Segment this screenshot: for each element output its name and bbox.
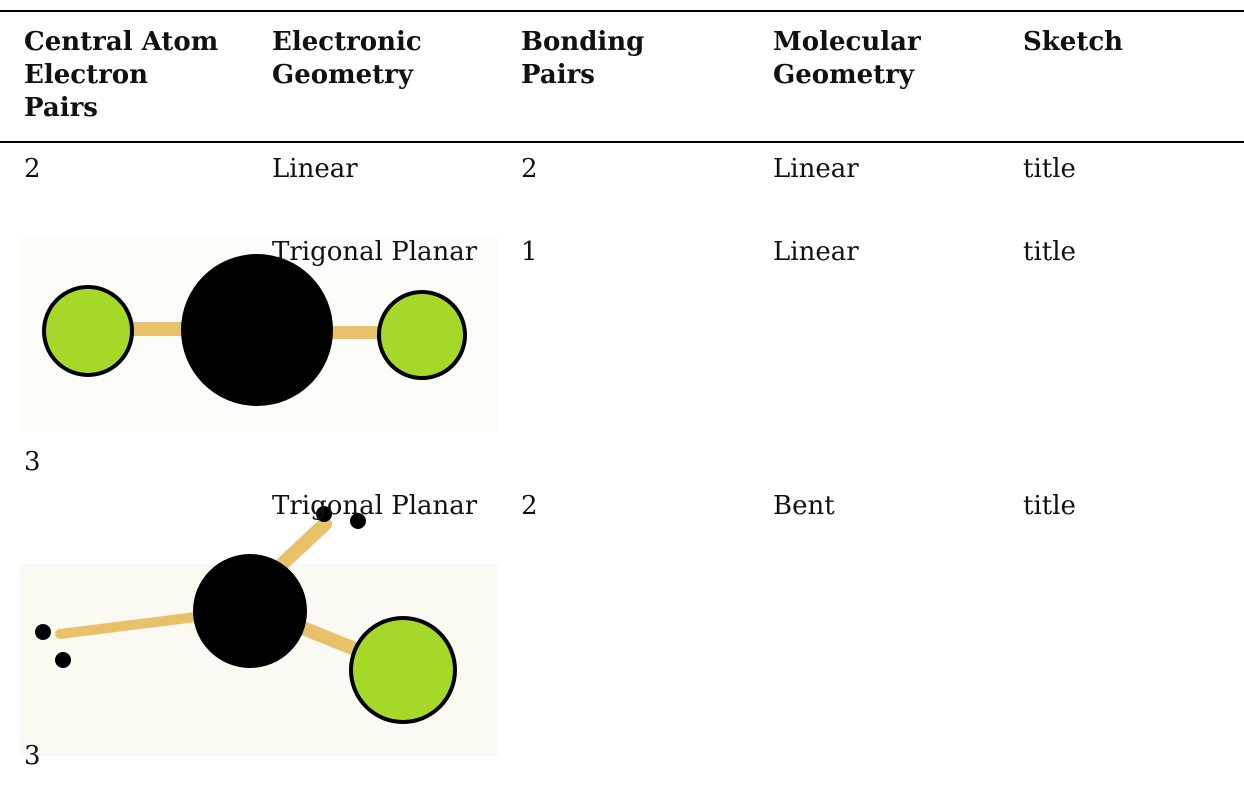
row1-electronic-geometry: Linear: [272, 154, 358, 184]
linear-molecule-icon: [20, 238, 498, 432]
row2-bonding-pairs: 1: [521, 237, 538, 267]
header-molecular-geometry: Molecular Geometry: [773, 27, 921, 90]
header-electron-pairs: Central Atom Electron Pairs: [24, 27, 219, 123]
lone-pair-dot: [350, 513, 366, 529]
row2-sketch: title: [1023, 237, 1076, 267]
row3-electron-pairs: 3: [24, 741, 41, 771]
lone-pair-dot: [55, 652, 71, 668]
lone-pair-dot: [35, 624, 51, 640]
row1-sketch: title: [1023, 154, 1076, 184]
header-electronic-geometry: Electronic Geometry: [272, 27, 422, 90]
central-atom: [181, 254, 333, 406]
table-header-rule: [0, 141, 1244, 143]
central-atom: [193, 554, 307, 668]
row2-electron-pairs: 3: [24, 447, 41, 477]
row2-electronic-geometry: Trigonal Planar: [272, 237, 478, 267]
table-top-rule: [0, 10, 1244, 12]
lone-pair-dot: [316, 506, 332, 522]
outer-atom-right: [377, 290, 467, 380]
row3-sketch: title: [1023, 491, 1076, 521]
row3-electronic-geometry: Trigonal Planar: [272, 491, 478, 521]
row3-molecular-geometry: Bent: [773, 491, 835, 521]
bent-molecule-icon: [20, 494, 498, 756]
header-sketch: Sketch: [1023, 27, 1124, 57]
header-bonding-pairs: Bonding Pairs: [521, 27, 645, 90]
row2-molecular-geometry: Linear: [773, 237, 859, 267]
row3-bonding-pairs: 2: [521, 491, 538, 521]
row1-bonding-pairs: 2: [521, 154, 538, 184]
outer-atom: [349, 616, 457, 724]
row1-molecular-geometry: Linear: [773, 154, 859, 184]
bond-left: [55, 609, 225, 639]
row1-electron-pairs: 2: [24, 154, 41, 184]
outer-atom-left: [42, 285, 134, 377]
